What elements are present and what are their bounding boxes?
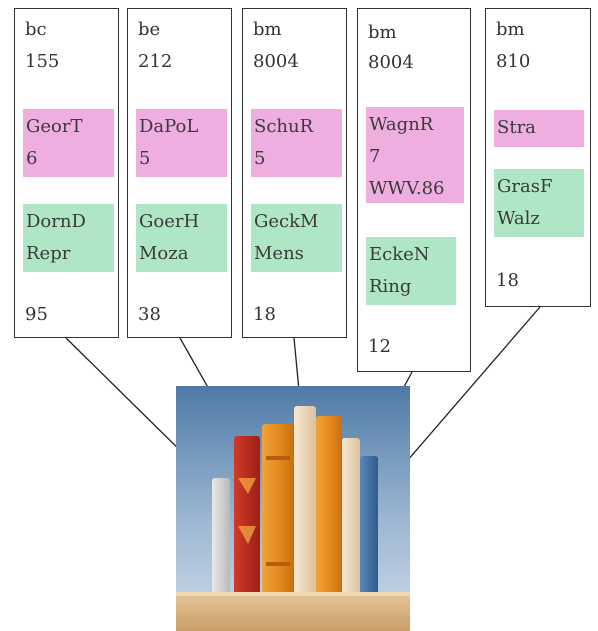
green-tag: GeckM Mens [251,204,342,272]
green-tag: DornD Repr [23,204,114,272]
card-code: bm [253,19,282,40]
pink-tag: GeorT 6 [23,109,114,177]
record-card-1: bc 155 GeorT 6 DornD Repr 95 [14,8,119,338]
card-count: 95 [25,304,48,325]
card-code: bm [496,19,525,40]
card-count: 18 [496,270,519,291]
card-count: 18 [253,304,276,325]
card-count: 38 [138,304,161,325]
record-card-3: bm 8004 SchuR 5 GeckM Mens 18 [242,8,347,338]
card-count: 12 [368,336,391,357]
card-code: bc [25,19,47,40]
record-card-4: bm 8004 WagnR 7 WWV.86 EckeN Ring 12 [357,8,471,372]
pink-tag: WagnR 7 WWV.86 [366,107,464,203]
green-tag: GrasF Walz [494,169,584,237]
pink-tag: Stra [494,110,584,147]
card-number: 212 [138,51,173,72]
card-code: bm [368,22,397,43]
pink-tag: DaPoL 5 [136,109,227,177]
green-tag: EckeN Ring [366,237,456,305]
pink-tag: SchuR 5 [251,109,342,177]
bookshelf-icon [176,386,410,631]
green-tag: GoerH Moza [136,204,227,272]
record-card-2: be 212 DaPoL 5 GoerH Moza 38 [127,8,232,338]
card-code: be [138,19,161,40]
card-number: 155 [25,51,60,72]
card-number: 8004 [253,51,299,72]
card-number: 8004 [368,52,414,73]
record-card-5: bm 810 Stra GrasF Walz 18 [485,8,591,307]
card-number: 810 [496,51,531,72]
